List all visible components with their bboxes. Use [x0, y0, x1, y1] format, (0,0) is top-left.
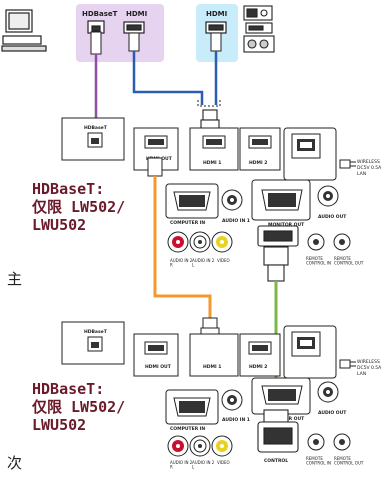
main-hdmi1-port: HDMI 1 [202, 135, 226, 166]
sub-hdbaset-port-panel: HDBaseT [61, 321, 125, 365]
sub-audio-in1-jack: AUDIO IN 1 [221, 389, 250, 423]
main-hdmi2-port: HDMI 2 [248, 135, 272, 166]
svg-text:DC5V 0.5A: DC5V 0.5A [357, 165, 382, 171]
hdbaset-note-main: HDBaseT: 仅限 LW502/ LWU502 [32, 180, 125, 234]
svg-text:VIDEO: VIDEO [217, 258, 230, 263]
svg-text:HDBaseT: HDBaseT [84, 329, 108, 335]
svg-text:HDMI 1: HDMI 1 [203, 364, 221, 370]
hdbaset-box-label: HDBaseT [82, 10, 118, 18]
main-computer-in-port: COMPUTER IN [165, 183, 219, 226]
note-sub-line2: 仅限 LW502/ [32, 398, 126, 416]
sub-hdmi1-port: HDMI 1 [203, 364, 221, 370]
hdmi-in-box-label: HDMI [206, 10, 227, 18]
svg-text:COMPUTER IN: COMPUTER IN [170, 426, 205, 432]
sub-projector-rear-panel [133, 325, 337, 379]
svg-text:COMPUTER IN: COMPUTER IN [170, 220, 205, 226]
sub-projector-label: 次 [7, 454, 23, 472]
main-hdbaset-port-label: HDBaseT [84, 125, 108, 131]
av-devices-icon [243, 5, 275, 53]
main-audio-in1-jack: AUDIO IN 1 [221, 189, 250, 224]
main-lan-port [291, 133, 321, 159]
hdmi-cable-b [210, 32, 222, 105]
computer-icon [1, 9, 47, 52]
note-main-line3: LWU502 [32, 216, 87, 234]
note-sub-line3: LWU502 [32, 416, 87, 434]
svg-text:HDMI 1: HDMI 1 [203, 160, 221, 166]
svg-text:CONTROL: CONTROL [264, 458, 288, 464]
note-main-line2: 仅限 LW502/ [32, 198, 126, 216]
svg-text:AUDIO IN 2R: AUDIO IN 2R [170, 460, 193, 469]
sub-wireless-port: WIRELESS DC5V 0.5A LAN [339, 359, 382, 377]
svg-text:MONITOR OUT: MONITOR OUT [268, 222, 305, 228]
svg-text:AUDIO IN 1: AUDIO IN 1 [222, 218, 250, 224]
main-projector-label: 主 [7, 270, 23, 288]
svg-text:AUDIO OUT: AUDIO OUT [318, 214, 347, 220]
svg-text:AUDIO IN 2L: AUDIO IN 2L [192, 258, 215, 267]
main-hdbaset-port-panel: HDBaseT [61, 117, 125, 161]
hdmi-out-box-label: HDMI [126, 10, 147, 18]
hdmi-out-jack-icon [123, 21, 145, 34]
hdmi-cable-a [128, 32, 204, 105]
svg-text:LAN: LAN [357, 171, 366, 177]
svg-text:WIRELESS: WIRELESS [357, 359, 380, 365]
svg-text:AUDIO IN 1: AUDIO IN 1 [222, 417, 250, 423]
svg-text:VIDEO: VIDEO [217, 460, 230, 465]
sub-control-port: CONTROL [257, 409, 299, 464]
hdmi-source-jack-icon [205, 21, 227, 34]
main-wireless-port: WIRELESS DC5V 0.5A LAN [339, 159, 382, 177]
note-main-line1: HDBaseT: [32, 180, 105, 198]
sub-computer-in-port: COMPUTER IN [165, 389, 219, 432]
sub-lan-port [291, 331, 321, 357]
hdbaset-jack-icon [87, 20, 105, 34]
svg-text:LAN: LAN [357, 371, 366, 377]
svg-text:AUDIO IN 2R: AUDIO IN 2R [170, 258, 193, 267]
main-rs232-connector [257, 225, 299, 282]
svg-text:AUDIO OUT: AUDIO OUT [318, 410, 347, 416]
note-sub-line1: HDBaseT: [32, 380, 105, 398]
main-monitor-out-port: MONITOR OUT [251, 179, 311, 228]
svg-text:HDMI 2: HDMI 2 [249, 160, 267, 166]
sub-audio-out-jack: AUDIO OUT [317, 381, 347, 416]
sub-hdmi-out-port: HDMI OUT [144, 341, 172, 370]
svg-text:HDMI 2: HDMI 2 [249, 364, 267, 370]
sub-hdmi2-port: HDMI 2 [248, 341, 272, 370]
hdmi-switch-junction [197, 100, 221, 107]
svg-text:HDMI OUT: HDMI OUT [145, 364, 172, 370]
main-audio-out-jack: AUDIO OUT [317, 185, 347, 220]
svg-text:DC5V 0.5A: DC5V 0.5A [357, 365, 382, 371]
svg-text:WIRELESS: WIRELESS [357, 159, 380, 165]
svg-text:AUDIO IN 2L: AUDIO IN 2L [192, 460, 215, 469]
hdbaset-note-sub: HDBaseT: 仅限 LW502/ LWU502 [32, 380, 125, 434]
